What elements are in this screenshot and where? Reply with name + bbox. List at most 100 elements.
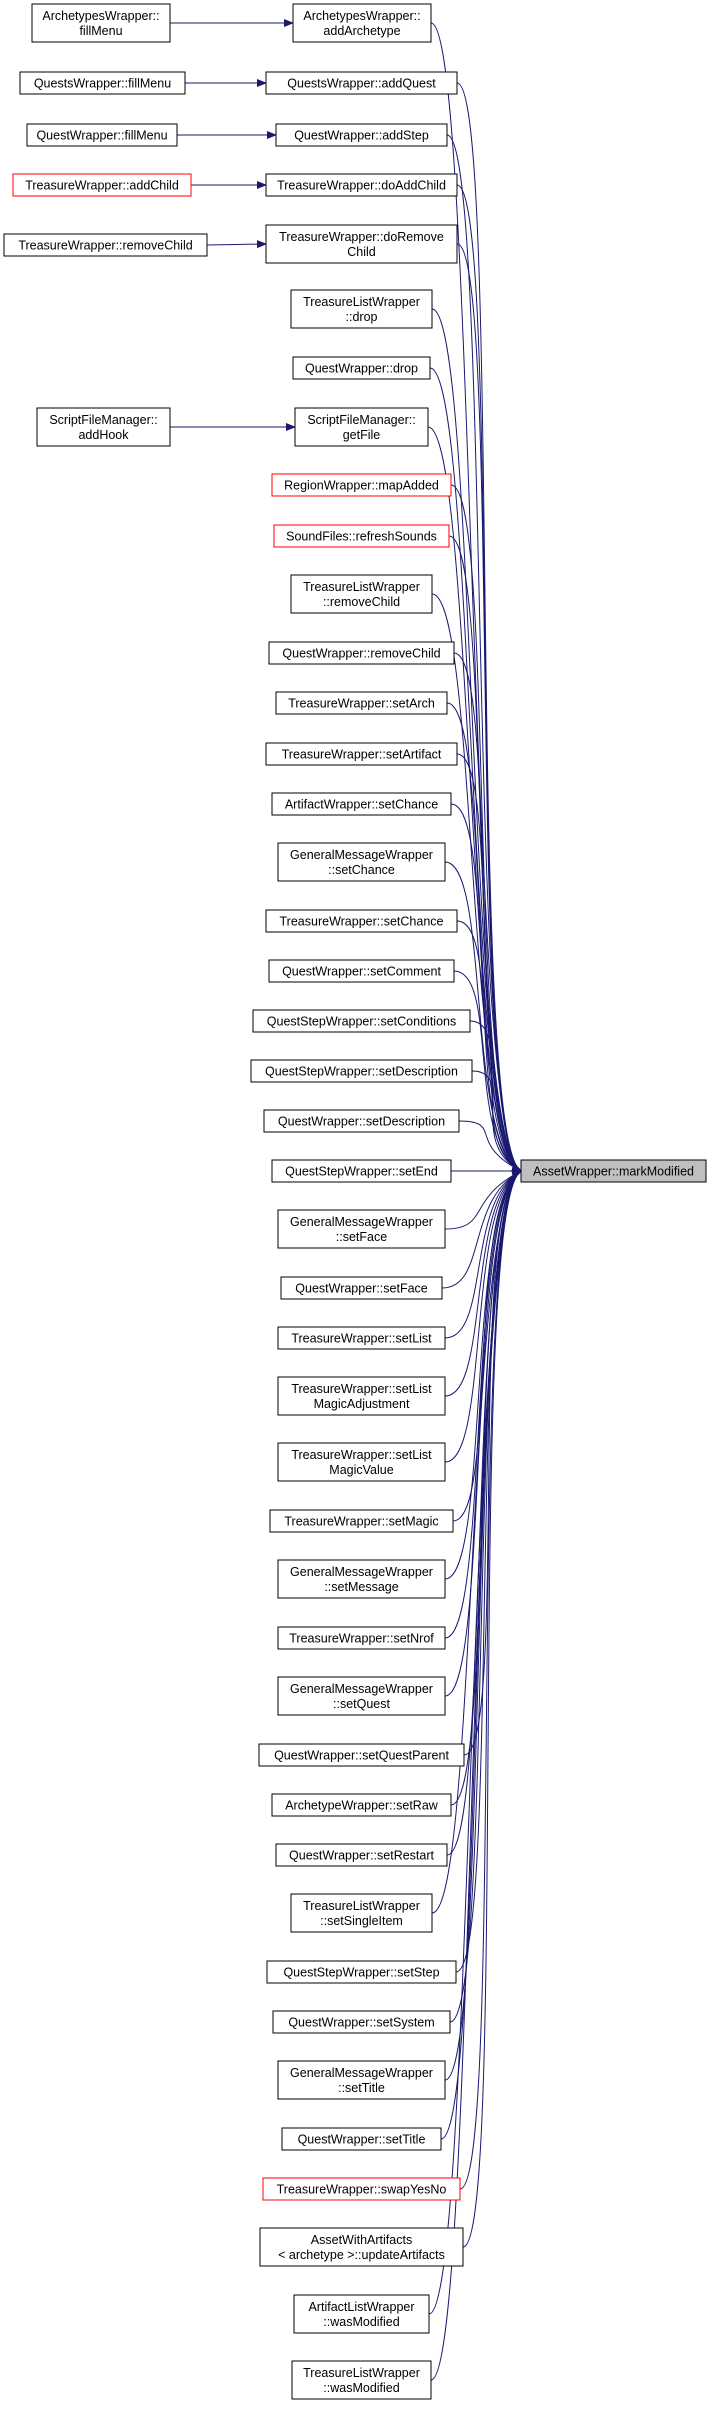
edge-qw-set-title-to-mark-modified [440,1170,522,2140]
node-set-list[interactable]: TreasureWrapper::setList [277,1326,446,1350]
node-set-message-label: GeneralMessageWrapper [290,1565,433,1579]
node-qw-drop[interactable]: QuestWrapper::drop [292,356,431,380]
edge-tlw-drop-to-mark-modified [431,308,522,1172]
node-add-archetype[interactable]: ArchetypesWrapper::addArchetype [292,3,432,43]
edge-tw-set-chance-to-mark-modified [456,920,522,1172]
node-refresh-sounds[interactable]: SoundFiles::refreshSounds [273,524,450,548]
node-alw-was-modified[interactable]: ArtifactListWrapper::wasModified [293,2294,430,2334]
edge-gmw-set-chance-to-mark-modified [444,861,522,1172]
node-update-artifacts[interactable]: AssetWithArtifacts< archetype >::updateA… [259,2227,464,2267]
node-get-file[interactable]: ScriptFileManager::getFile [294,407,429,447]
node-q-fill-menu-box [26,123,178,147]
node-set-raw-box [271,1793,452,1817]
node-do-add-child-label: TreasureWrapper::doAddChild [277,179,446,193]
node-tw-remove-child[interactable]: TreasureWrapper::removeChild [3,233,208,257]
node-set-raw[interactable]: ArchetypeWrapper::setRaw [271,1793,452,1817]
node-a-fill-menu-label: fillMenu [79,24,122,38]
node-q-fill-menu-label: QuestWrapper::fillMenu [36,129,167,143]
node-set-magic[interactable]: TreasureWrapper::setMagic [269,1509,454,1533]
node-set-system[interactable]: QuestWrapper::setSystem [272,2010,451,2034]
node-map-added-box [271,473,452,497]
node-alw-was-modified-box [293,2294,430,2334]
node-do-add-child[interactable]: TreasureWrapper::doAddChild [265,173,458,197]
node-set-list-magic-value-box [277,1442,446,1482]
node-qw-set-description[interactable]: QuestWrapper::setDescription [263,1109,460,1133]
node-add-hook[interactable]: ScriptFileManager::addHook [36,407,171,447]
node-do-remove-child-box [265,224,458,264]
edge-set-artifact-to-mark-modified [456,753,522,1172]
node-set-message-box [277,1559,446,1599]
edge-gmw-set-face-to-mark-modified [444,1170,522,1230]
node-tw-set-chance-label: TreasureWrapper::setChance [280,915,444,929]
node-aw-set-chance[interactable]: ArtifactWrapper::setChance [271,792,452,816]
node-tlw-drop-label: TreasureListWrapper [303,295,420,309]
edge-set-quest-to-mark-modified [444,1170,522,1697]
edge-map-added-to-mark-modified [450,484,522,1172]
node-gmw-set-title[interactable]: GeneralMessageWrapper::setTitle [277,2060,446,2100]
node-aw-set-chance-label: ArtifactWrapper::setChance [285,798,438,812]
node-set-quest[interactable]: GeneralMessageWrapper::setQuest [277,1676,446,1716]
node-add-hook-label: addHook [78,428,129,442]
node-gmw-set-chance-box [277,842,446,882]
node-gmw-set-face-label: ::setFace [336,1230,387,1244]
node-tw-set-chance[interactable]: TreasureWrapper::setChance [265,909,458,933]
node-set-step[interactable]: QuestStepWrapper::setStep [266,1960,457,1984]
node-set-comment[interactable]: QuestWrapper::setComment [268,959,455,983]
node-set-restart[interactable]: QuestWrapper::setRestart [275,1843,448,1867]
node-aw-set-chance-box [271,792,452,816]
node-swap-yes-no-box [262,2177,461,2201]
node-tw-add-child[interactable]: TreasureWrapper::addChild [12,173,192,197]
node-set-list-magic-adjustment-label: TreasureWrapper::setList [291,1382,432,1396]
node-set-single-item-label: ::setSingleItem [320,1914,403,1928]
node-a-fill-menu[interactable]: ArchetypesWrapper::fillMenu [31,3,171,43]
node-swap-yes-no[interactable]: TreasureWrapper::swapYesNo [262,2177,461,2201]
node-set-quest-parent[interactable]: QuestWrapper::setQuestParent [258,1743,465,1767]
node-set-message[interactable]: GeneralMessageWrapper::setMessage [277,1559,446,1599]
node-qsw-set-description[interactable]: QuestStepWrapper::setDescription [250,1059,473,1083]
node-set-artifact[interactable]: TreasureWrapper::setArtifact [265,742,458,766]
edge-set-comment-to-mark-modified [453,970,522,1172]
node-qw-remove-child[interactable]: QuestWrapper::removeChild [268,641,455,665]
node-add-quest-label: QuestsWrapper::addQuest [287,77,436,91]
node-add-archetype-label: ArchetypesWrapper:: [303,9,420,23]
node-add-step[interactable]: QuestWrapper::addStep [275,123,448,147]
node-set-list-box [277,1326,446,1350]
node-set-single-item[interactable]: TreasureListWrapper::setSingleItem [290,1893,433,1933]
node-set-conditions[interactable]: QuestStepWrapper::setConditions [252,1009,471,1033]
node-qw-set-title[interactable]: QuestWrapper::setTitle [281,2127,442,2151]
node-get-file-label: ScriptFileManager:: [307,413,415,427]
node-set-end[interactable]: QuestStepWrapper::setEnd [271,1159,452,1183]
node-add-quest[interactable]: QuestsWrapper::addQuest [265,71,458,95]
node-set-comment-label: QuestWrapper::setComment [282,965,441,979]
edge-do-remove-child-to-mark-modified [456,243,522,1172]
node-tlw-was-modified[interactable]: TreasureListWrapper::wasModified [291,2360,432,2400]
edge-qw-set-description-to-mark-modified [458,1120,522,1172]
node-gmw-set-face[interactable]: GeneralMessageWrapper::setFace [277,1209,446,1249]
node-q-fill-menu[interactable]: QuestWrapper::fillMenu [26,123,178,147]
node-set-list-label: TreasureWrapper::setList [291,1332,432,1346]
node-swap-yes-no-label: TreasureWrapper::swapYesNo [277,2183,447,2197]
node-map-added-label: RegionWrapper::mapAdded [284,479,439,493]
node-qs-fill-menu[interactable]: QuestsWrapper::fillMenu [19,71,186,95]
node-a-fill-menu-box [31,3,171,43]
node-qw-set-face[interactable]: QuestWrapper::setFace [280,1276,443,1300]
node-set-restart-label: QuestWrapper::setRestart [289,1849,434,1863]
node-set-magic-box [269,1509,454,1533]
nodes: ArchetypesWrapper::addArchetypeQuestsWra… [3,3,707,2400]
node-add-hook-box [36,407,171,447]
node-set-arch[interactable]: TreasureWrapper::setArch [275,691,448,715]
node-set-step-label: QuestStepWrapper::setStep [283,1966,439,1980]
node-map-added[interactable]: RegionWrapper::mapAdded [271,473,452,497]
node-add-hook-label: ScriptFileManager:: [49,413,157,427]
node-qs-fill-menu-box [19,71,186,95]
node-set-nrof[interactable]: TreasureWrapper::setNrof [277,1626,446,1650]
node-mark-modified[interactable]: AssetWrapper::markModified [520,1159,707,1183]
node-add-archetype-label: addArchetype [323,24,400,38]
node-set-conditions-label: QuestStepWrapper::setConditions [267,1015,456,1029]
node-tlw-remove-child[interactable]: TreasureListWrapper::removeChild [290,574,433,614]
node-gmw-set-chance[interactable]: GeneralMessageWrapper::setChance [277,842,446,882]
node-tlw-drop[interactable]: TreasureListWrapper::drop [290,289,433,329]
